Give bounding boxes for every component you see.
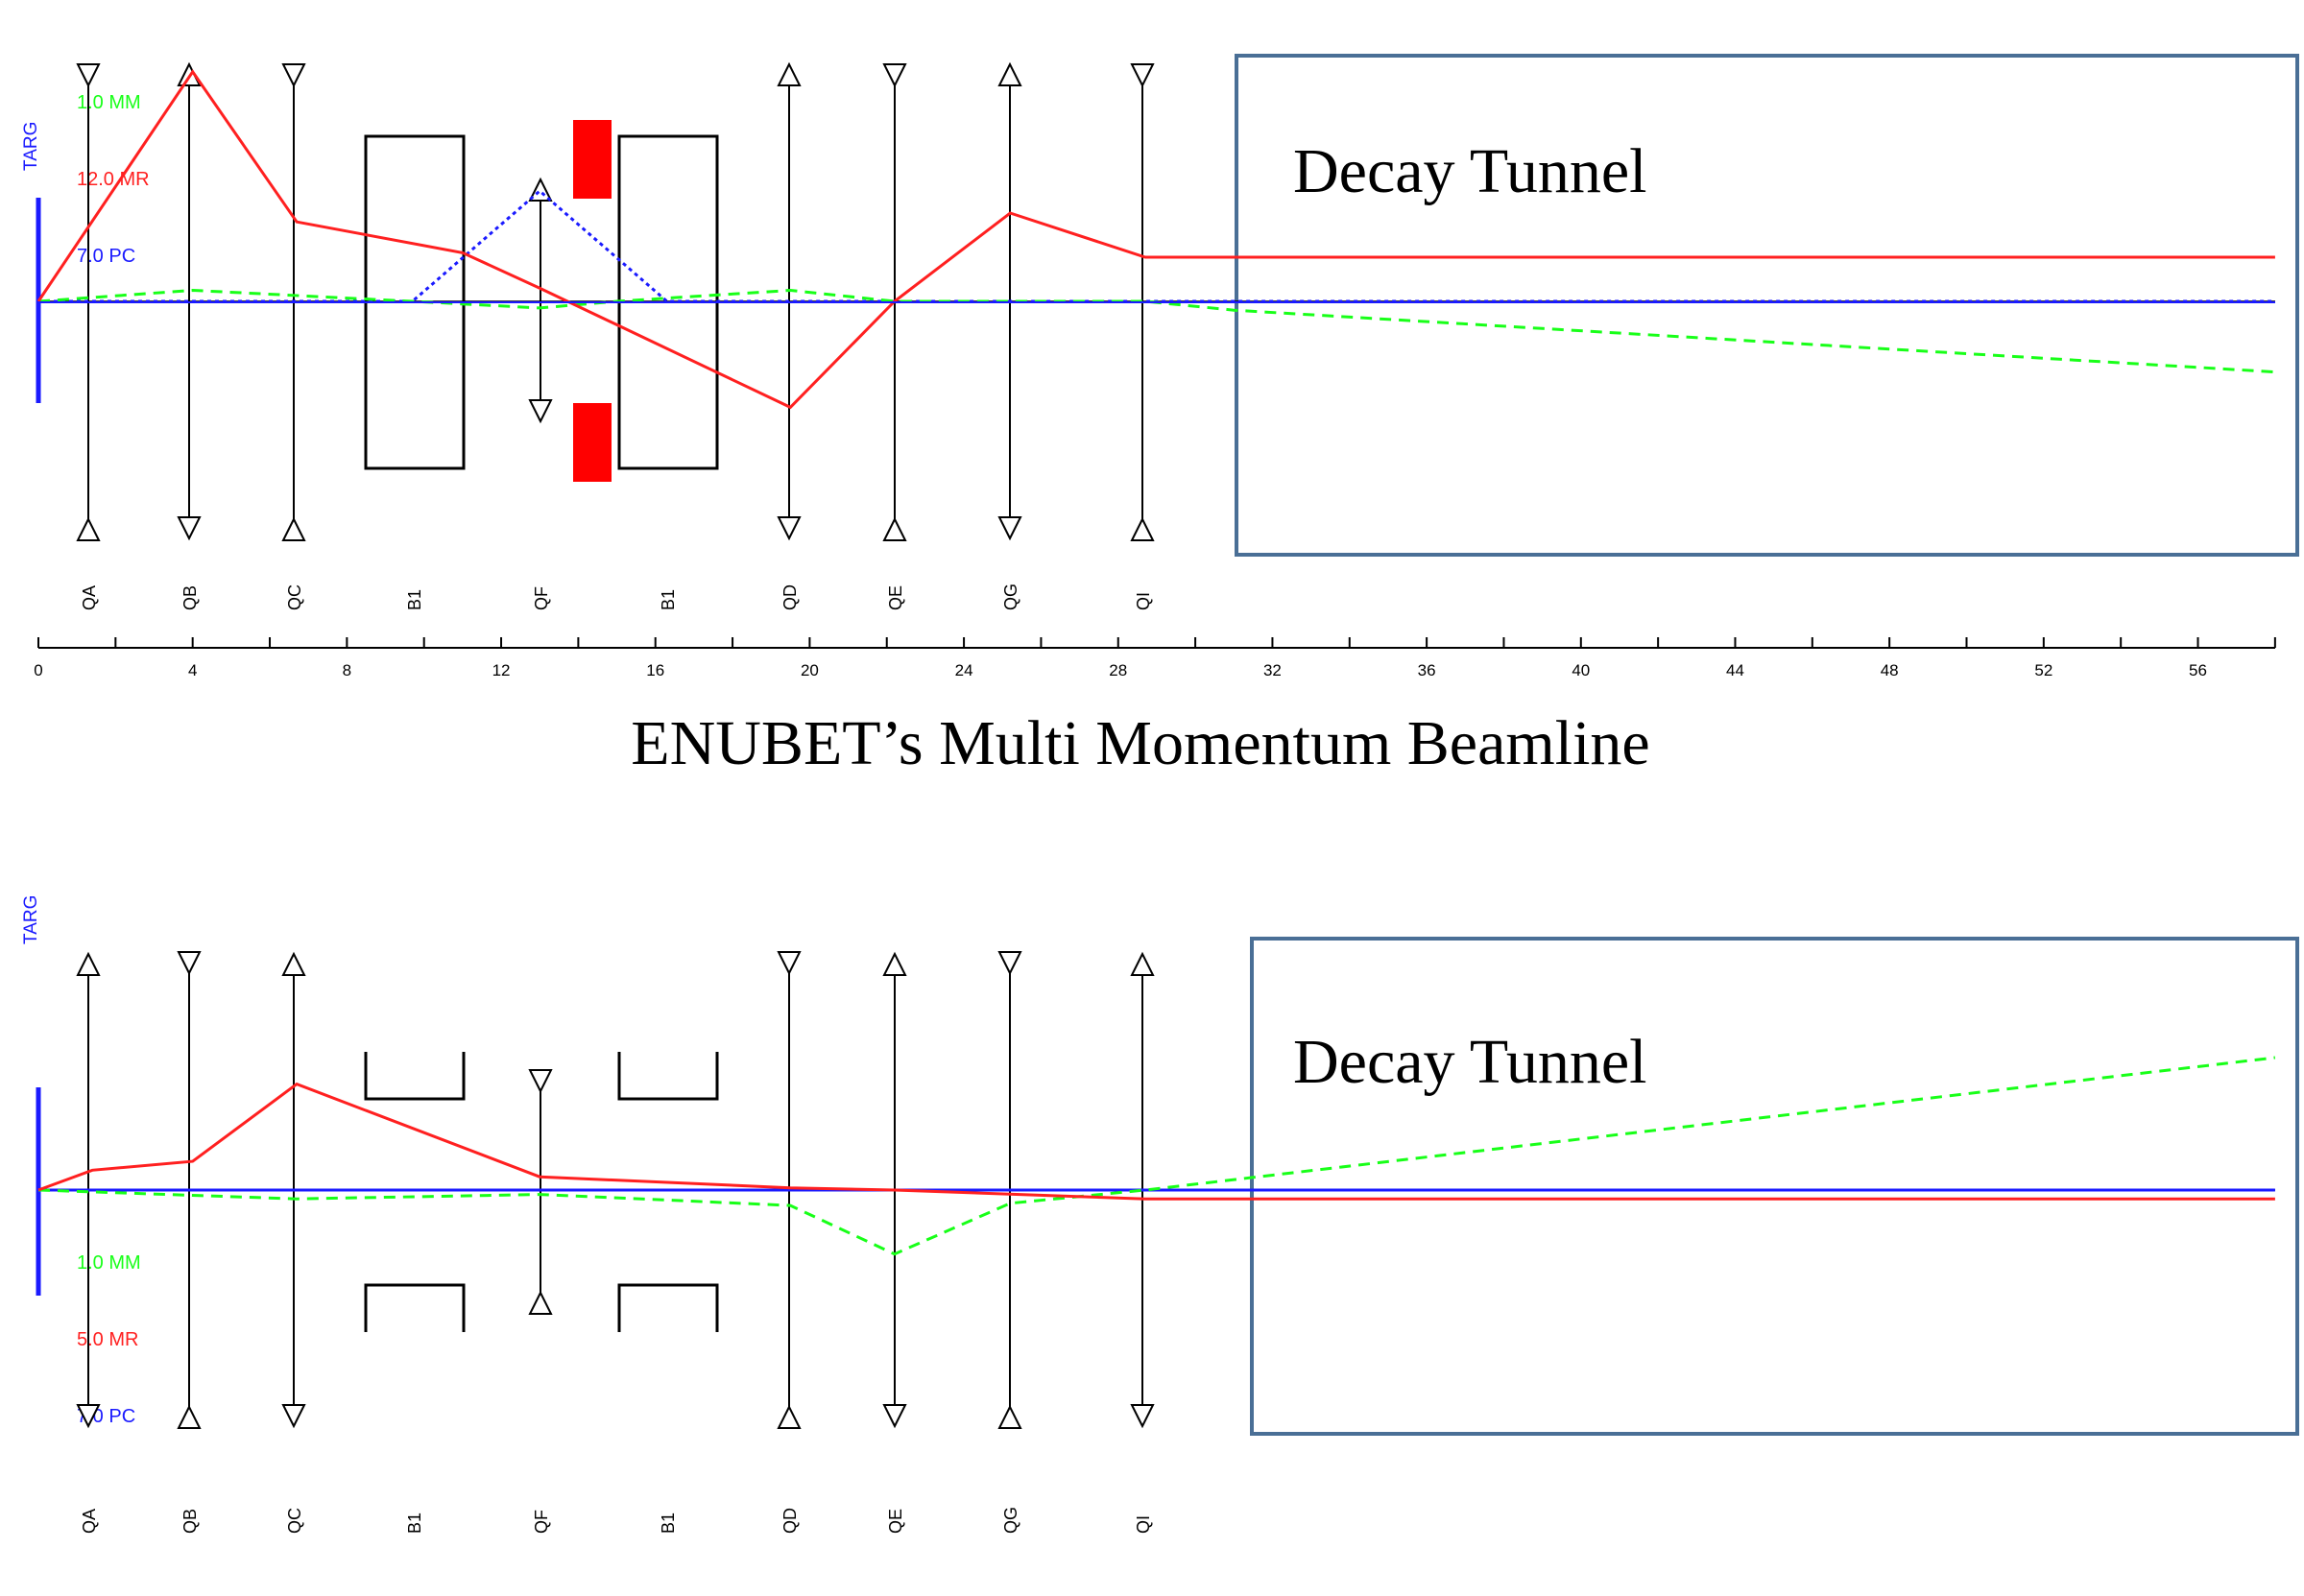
axis-tick-label: 44: [1726, 661, 1744, 679]
bottom-element-label: QB: [180, 1509, 200, 1534]
top-x-trace: [37, 288, 2275, 374]
top-element-label: QE: [886, 585, 905, 610]
top-element-label: QI: [1134, 592, 1153, 610]
bottom-dipole-b1-second-upper: [617, 1052, 719, 1101]
top-element-label: QG: [1001, 584, 1020, 610]
axis-tick-label: 40: [1572, 661, 1590, 679]
axis-tick-label: 0: [34, 661, 42, 679]
top-element-label: QC: [285, 584, 304, 610]
axis-tick-label: 4: [188, 661, 197, 679]
bottom-dipole-b1-first-lower: [364, 1283, 466, 1332]
axis-tick-label: 32: [1263, 661, 1282, 679]
bottom-element-label: QI: [1134, 1515, 1153, 1534]
bottom-element-label: QA: [80, 1509, 99, 1534]
top-target-label: TARG: [21, 122, 41, 171]
bottom-dipole-b1-second-lower: [617, 1283, 719, 1332]
top-element-label: QB: [180, 585, 200, 610]
top-panel: Decay Tunnel TARG 1.0 MM 12.0 MR 7.0 PC: [21, 54, 2299, 679]
top-element-label: QA: [80, 585, 99, 610]
bottom-decay-tunnel-box: [1250, 937, 2299, 1436]
top-scale-dispersion: 7.0 PC: [77, 246, 135, 267]
axis-tick-label: 56: [2189, 661, 2207, 679]
bottom-element-label: QC: [285, 1508, 304, 1534]
top-quad-qf: [529, 179, 552, 422]
bottom-scale-angle: 5.0 MR: [77, 1329, 138, 1350]
axis-tick-label: 48: [1881, 661, 1899, 679]
bottom-element-label: B1: [659, 1513, 678, 1534]
top-collimator-upper: [573, 120, 612, 199]
axis-tick-label: 8: [343, 661, 351, 679]
bottom-dipole-b1-first-upper: [364, 1052, 466, 1101]
bottom-element-label: QG: [1001, 1507, 1020, 1534]
bottom-element-label: B1: [405, 1513, 424, 1534]
figure-caption: ENUBET’s Multi Momentum Beamline: [631, 708, 1649, 778]
top-collimator-lower: [573, 403, 612, 482]
bottom-target-label: TARG: [21, 895, 41, 944]
top-scale-x: 1.0 MM: [77, 92, 141, 113]
top-decay-tunnel-label: Decay Tunnel: [1293, 136, 1646, 206]
bottom-panel: Decay Tunnel TARG 1.0 MM 5.0 MR 7.0 PC: [21, 895, 2299, 1534]
top-angle-trace: [36, 69, 2275, 410]
axis-tick-label: 28: [1109, 661, 1127, 679]
bottom-element-label: QD: [780, 1508, 800, 1534]
bottom-angle-trace: [37, 1082, 2275, 1201]
top-scale-angle: 12.0 MR: [77, 169, 150, 190]
top-element-label: QF: [532, 586, 551, 610]
bottom-scale-x: 1.0 MM: [77, 1252, 141, 1274]
bottom-element-label: QE: [886, 1509, 905, 1534]
axis-tick-label: 16: [646, 661, 664, 679]
axis-tick-label: 52: [2034, 661, 2052, 679]
axis-tick-label: 36: [1418, 661, 1436, 679]
bottom-x-trace: [37, 1056, 2276, 1256]
top-element-label: QD: [780, 584, 800, 610]
axis-tick-label: 20: [801, 661, 819, 679]
top-dispersion-trace: [38, 189, 2275, 303]
top-element-label: B1: [659, 589, 678, 610]
top-decay-tunnel-box: [1235, 54, 2299, 557]
bottom-quad-qf: [529, 1069, 552, 1315]
bottom-decay-tunnel-label: Decay Tunnel: [1293, 1027, 1646, 1097]
top-element-label: B1: [405, 589, 424, 610]
axis-tick-label: 24: [955, 661, 973, 679]
bottom-element-label: QF: [532, 1510, 551, 1534]
axis-tick-label: 12: [492, 661, 511, 679]
